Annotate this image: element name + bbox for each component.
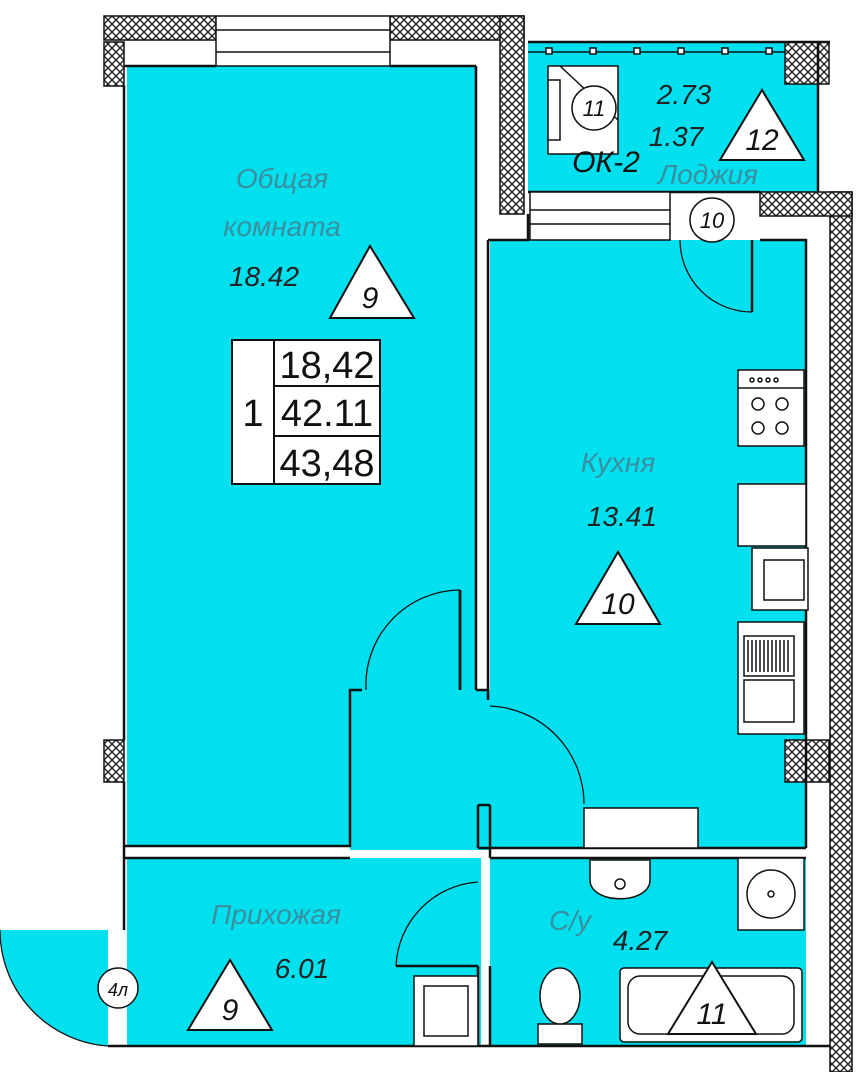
- shelf-icon: [583, 807, 699, 849]
- loggia-door-circle: [689, 197, 735, 243]
- washing-machine-icon: [737, 857, 805, 931]
- bathroom-door: [395, 881, 479, 967]
- loggia-unit-circle: [571, 85, 617, 131]
- living-mark: 9: [362, 282, 379, 315]
- living-mark-triangle: [328, 244, 416, 319]
- living-room-area: 18.42: [229, 261, 299, 292]
- right-outer-wall: [829, 191, 853, 1072]
- loggia-unit-circle-label: 11: [583, 96, 606, 121]
- loggia-mark: 12: [745, 124, 779, 157]
- bathroom-area: 4.27: [613, 925, 669, 956]
- loggia-name: Лоджия: [656, 159, 758, 190]
- kitchen-window: [529, 191, 671, 241]
- apartment-table: 1 18,42 42.11 43,48: [231, 339, 381, 485]
- right-pillar-top: [784, 41, 830, 85]
- loggia-door: [679, 239, 753, 313]
- entry-door-circle: [97, 967, 139, 1009]
- bathroom-name: С/у: [549, 905, 593, 936]
- table-total-area: 42.11: [281, 393, 373, 435]
- loggia-unit-icon: [547, 65, 619, 155]
- loggia-glazing: [528, 47, 785, 55]
- entry-door: [0, 930, 109, 1047]
- stove-icon: [737, 369, 805, 447]
- toilet-icon: [537, 967, 583, 1045]
- left-pillar-top: [103, 41, 125, 87]
- bathroom-mark: 11: [696, 998, 727, 1031]
- room-marks: [186, 88, 806, 1035]
- hall-mark: 9: [222, 994, 239, 1027]
- living-room-name-2: комната: [223, 211, 341, 242]
- windows: [215, 15, 671, 241]
- entry-door-circle-label: 4л: [108, 980, 128, 1000]
- living-room-name-1: Общая: [236, 163, 328, 194]
- loggia-area-bottom: 1.37: [649, 121, 705, 152]
- living-window: [215, 15, 391, 67]
- hall-area: 6.01: [275, 953, 330, 984]
- top-wall-left: [103, 15, 217, 41]
- corridor-floor: [350, 690, 490, 850]
- hall-name: Прихожая: [211, 899, 341, 930]
- loggia-door-circle-label: 10: [700, 208, 725, 233]
- table-rooms-count: 1: [242, 393, 263, 435]
- kitchen-door: [489, 705, 585, 805]
- table-total-with-loggia: 43,48: [279, 443, 374, 485]
- left-pillar-mid: [103, 739, 125, 783]
- washbasin-icon: [589, 859, 651, 900]
- entry-door-swing: [0, 930, 108, 1046]
- counter-icon: [737, 483, 807, 547]
- loggia-mark-triangle: [718, 88, 806, 161]
- sink-icon: [737, 621, 805, 735]
- kitchen-mark-triangle: [574, 550, 662, 625]
- table-living-area: 18,42: [279, 345, 374, 387]
- bathroom-mark-triangle: [666, 960, 758, 1035]
- living-door: [365, 589, 461, 691]
- doors: [0, 239, 754, 1047]
- kitchen-mark: 10: [601, 588, 635, 621]
- loggia-bottom-wall: [759, 191, 853, 217]
- hall-mark-triangle: [186, 958, 274, 1031]
- window-label: ОК-2: [572, 146, 640, 179]
- kitchen-area: 13.41: [587, 501, 657, 532]
- loggia-left-wall: [499, 15, 525, 215]
- loggia-area-top: 2.73: [656, 79, 712, 110]
- kitchen-name: Кухня: [581, 447, 656, 478]
